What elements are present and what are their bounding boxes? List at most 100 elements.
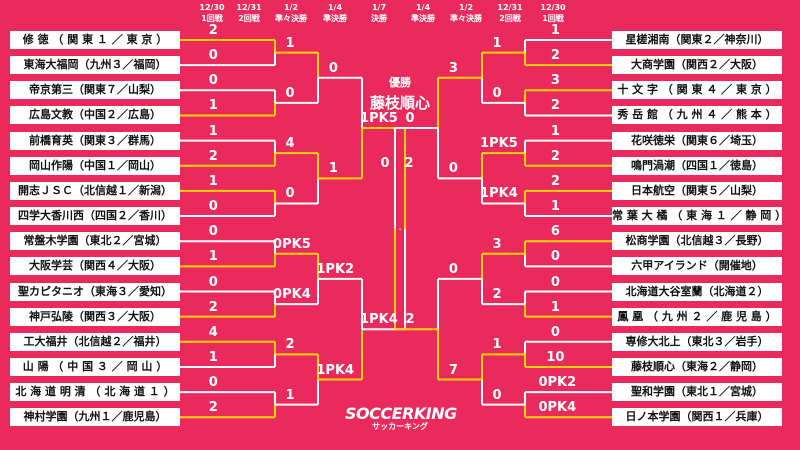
left-r1-score-3-b: 0 [208,199,218,215]
champion-name: 藤枝順心 [369,94,430,112]
left-qf-score-0-b: 1 [328,161,338,177]
team-right-1: 星槎湘南（関東２／神奈川） [612,31,782,49]
right-r1-score-1-a: 3 [550,73,560,89]
round-name: 準決勝 [411,14,435,23]
right-qf-score-1-a: 0 [448,261,458,277]
team-left-6: 岡山作陽（中国１／岡山） [10,156,180,175]
final-score-left: 0 [380,156,390,171]
team-left-7: 開志ＪＳＣ（北信越１／新潟） [10,181,180,200]
round-date: 1/4 [327,3,343,12]
team-right-15: 聖和学園（東北１／宮城） [612,383,782,402]
left-qf-score-1-b: 1PK4 [316,362,355,378]
right-r1-score-6-b: 10 [546,349,565,365]
final-score-right: 2 [404,156,414,171]
left-r2-score-3-a: 2 [285,337,295,353]
left-sf-score-0-a: 1PK5 [360,111,398,127]
right-r1-score-3-a: 2 [550,173,560,189]
left-r1-score-7-a: 0 [208,375,218,391]
team-right-10: 六甲アイランド（開催地） [612,257,782,276]
right-r1-score-7-b: 0PK4 [538,400,577,416]
round-header-right-1: 1/2 準々決勝 [436,2,496,24]
team-right-7: 日本航空（関東５／山梨） [612,181,782,200]
right-r2-score-2-a: 3 [492,236,502,252]
team-right-9: 松商学園（北信越３／長野） [612,232,782,251]
round-name: 準々決勝 [450,14,482,23]
left-r1-score-1-b: 1 [208,98,218,114]
team-left-2: 東海大福岡（九州３／福岡） [10,56,180,75]
team-right-2: 大商学園（関西２／大阪） [612,56,782,75]
left-r1-score-2-b: 2 [208,148,218,164]
round-header-left-1: 12/31 2回戦 [219,2,279,24]
left-sf-score-0-b: 1PK4 [360,312,398,328]
right-r2-score-3-b: 0 [492,387,502,403]
team-left-1: 修 徳 （ 関 東 １ ／ 東 京 ） [10,31,180,49]
right-r1-score-3-b: 1 [550,199,560,215]
team-left-3: 帝京第三（関東７／山梨） [10,81,180,100]
team-left-14: 山 陽 （ 中 国 ３ ／ 岡 山 ） [10,357,180,376]
team-right-13: 専修大北上（東北３／岩手） [612,332,782,351]
round-name: 2回戦 [499,14,521,23]
left-r1-score-0-a: 2 [208,23,218,38]
right-sf-score-0-b: 2 [405,312,415,328]
team-left-8: 四学大香川西（四国２／香川） [10,207,180,226]
left-r2-score-1-a: 4 [285,136,295,152]
round-name: 1回戦 [201,14,223,23]
left-qf-score-1-a: 1PK2 [316,261,355,277]
right-r1-score-2-a: 1 [550,123,560,139]
right-r2-score-3-a: 1 [492,337,502,353]
round-name: 準決勝 [323,14,347,23]
left-r1-score-5-b: 2 [208,299,218,315]
right-r1-score-5-b: 1 [550,299,560,315]
team-left-4: 広島文教（中国２／広島） [10,106,180,125]
right-qf-score-0-b: 0 [448,161,458,177]
left-r1-score-6-b: 1 [208,349,218,365]
right-r1-score-5-a: 0 [550,274,560,290]
left-r1-score-4-a: 0 [208,224,218,240]
soccerking-logo: SOCCERKING サッカーキング [345,404,457,432]
team-right-4: 秀 岳 館 （ 九 州 ４ ／ 熊 本 ） [612,106,782,125]
left-r2-score-3-b: 1 [285,387,295,403]
right-r2-score-0-b: 0 [492,85,502,101]
right-r1-score-0-a: 1 [550,23,560,38]
round-name: 2回戦 [238,14,260,23]
right-r1-score-7-a: 0PK2 [538,375,577,391]
round-header-right-3: 12/30 1回戦 [523,2,583,24]
left-r1-score-4-b: 1 [208,249,218,265]
left-r1-score-3-a: 1 [208,173,218,189]
right-r1-score-4-a: 6 [550,224,560,240]
left-qf-score-0-a: 0 [328,60,338,76]
round-name: 決勝 [371,14,387,23]
team-right-16: 日ノ本学園（関西１／兵庫） [612,408,782,427]
left-r1-score-7-b: 2 [208,400,218,416]
right-r2-score-1-b: 1PK4 [480,186,518,202]
logo-main-text: SOCCERKING [345,404,457,423]
team-right-11: 北海道大谷室蘭（北海道２） [612,282,782,301]
round-date: 12/30 [540,3,566,12]
right-r1-score-1-b: 2 [550,98,560,114]
round-name: 1回戦 [542,14,564,23]
right-sf-score-0-a: 0 [405,111,415,127]
left-r2-score-2-b: 0PK4 [273,287,311,303]
round-header-left-3: 1/4 準決勝 [305,2,365,24]
right-r1-score-4-b: 0 [550,249,560,265]
right-r1-score-2-b: 2 [550,148,560,164]
left-r2-score-0-a: 1 [285,35,295,51]
right-r2-score-2-b: 2 [492,287,502,303]
right-r1-score-0-b: 2 [550,48,560,64]
team-right-8: 常 葉 大 橘 （ 東 海 １ ／ 静 岡 ） [612,207,782,226]
round-date: 12/31 [236,3,262,12]
left-r1-score-6-a: 4 [208,324,218,340]
left-r1-score-5-a: 0 [208,274,218,290]
team-left-10: 大阪学芸（関西４／大阪） [10,257,180,276]
team-left-13: 工大福井（北信越２／福井） [10,332,180,351]
champion-block: 優勝 藤枝順心 [340,74,460,113]
champion-label: 優勝 [389,76,411,89]
round-date: 1/2 [458,3,474,12]
left-r1-score-0-b: 0 [208,48,218,64]
